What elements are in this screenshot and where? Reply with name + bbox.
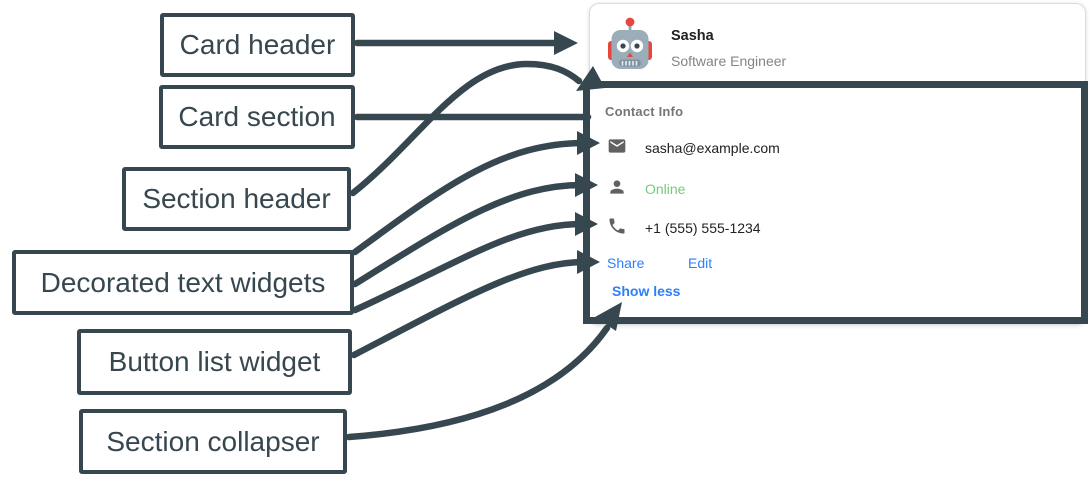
share-button[interactable]: Share <box>607 255 645 271</box>
annotation-label-section-header: Section header <box>122 167 351 231</box>
show-less-button[interactable]: Show less <box>612 283 681 299</box>
arrow-phone-row <box>351 212 598 314</box>
robot-avatar-icon <box>608 17 652 69</box>
profile-name: Sasha <box>671 28 714 44</box>
arrow-section-header <box>349 60 605 197</box>
arrow-card-header <box>353 31 578 55</box>
annotation-label-section-collapser: Section collapser <box>79 409 347 474</box>
arrow-status-row <box>351 173 598 288</box>
section-title: Contact Info <box>605 104 684 119</box>
email-text: sasha@example.com <box>645 140 780 156</box>
profile-role: Software Engineer <box>671 53 787 69</box>
annotation-label-text: Decorated text widgets <box>40 266 326 298</box>
person-icon <box>610 180 624 194</box>
status-text: Online <box>645 181 686 197</box>
annotation-label-text: Card header <box>179 29 336 60</box>
annotation-label-card-section: Card section <box>159 85 355 149</box>
email-icon <box>608 139 626 153</box>
annotation-label-text: Section collapser <box>106 425 320 457</box>
arrow-section-collapser <box>345 302 622 441</box>
edit-button[interactable]: Edit <box>688 255 713 271</box>
contact-card: Sasha Software Engineer Contact Info sas… <box>589 3 1086 325</box>
arrow-email-row <box>351 131 600 256</box>
annotation-label-decorated-text-widgets: Decorated text widgets <box>12 250 354 315</box>
arrow-button-list <box>350 250 600 359</box>
phone-icon <box>609 218 625 234</box>
annotation-label-text: Card section <box>178 101 336 132</box>
annotation-label-text: Button list widget <box>108 346 321 377</box>
annotation-label-button-list-widget: Button list widget <box>77 329 352 395</box>
annotation-label-text: Section header <box>142 183 331 214</box>
phone-text: +1 (555) 555-1234 <box>645 220 761 236</box>
annotation-label-card-header: Card header <box>160 13 355 77</box>
